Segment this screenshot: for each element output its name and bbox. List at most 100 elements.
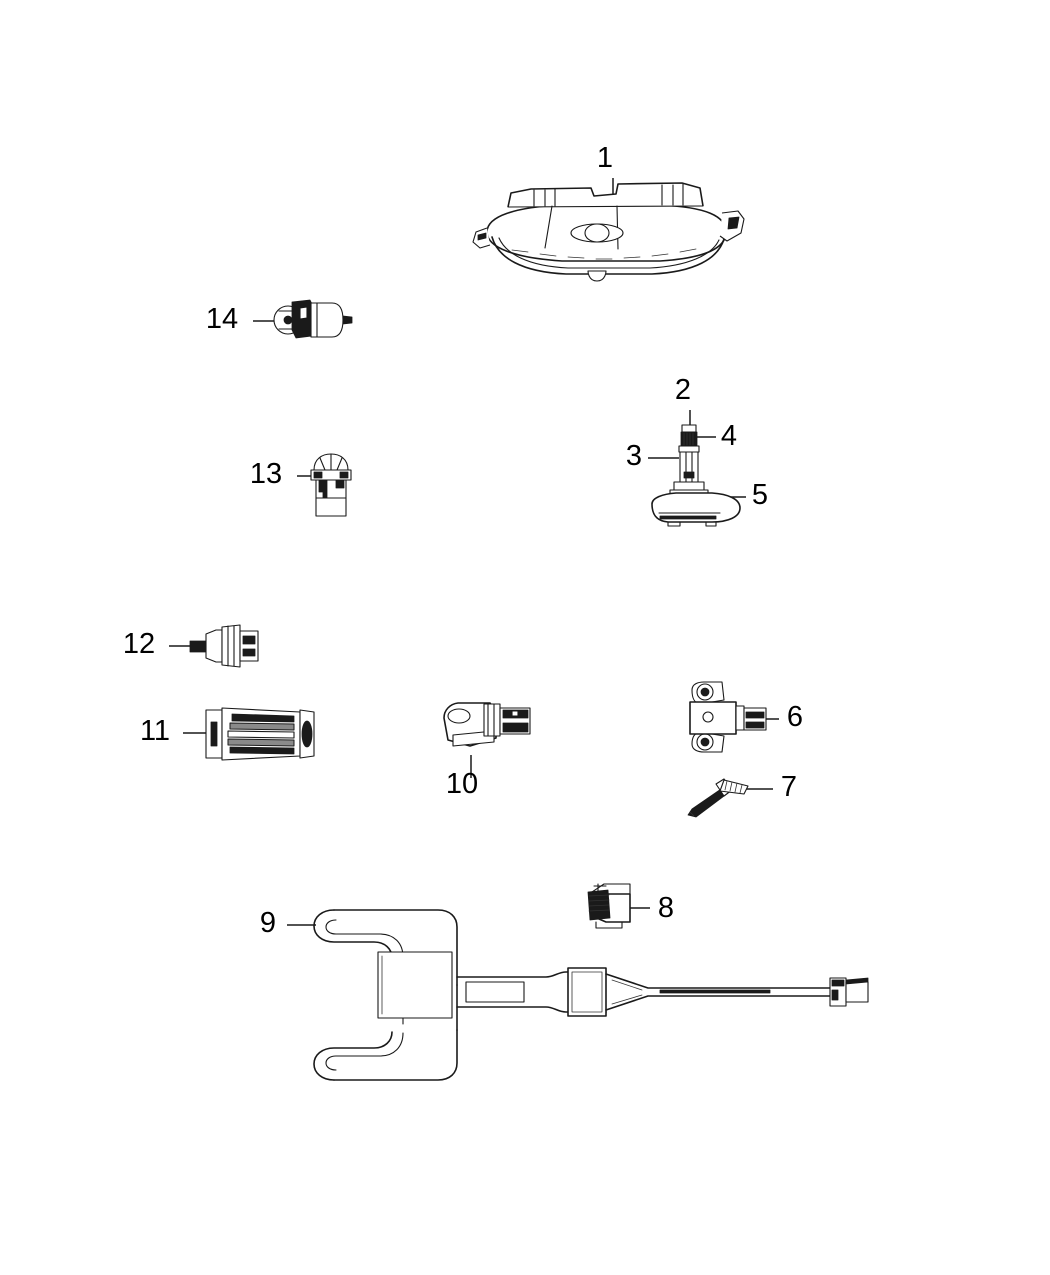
- valve-core-knurl-lines: [683, 432, 694, 446]
- part-7-mounting-screw: [687, 778, 773, 818]
- callout-label-11: 11: [140, 715, 170, 747]
- bracket-connector-stub: [735, 705, 745, 731]
- connector-terminal-ribs: [588, 894, 610, 912]
- harness-ferrite-block-inner: [571, 971, 603, 1013]
- harness-lower-hook-outer: [313, 1031, 393, 1081]
- connector-latch: [593, 883, 607, 893]
- harness-lower-hook-inner: [325, 1032, 404, 1071]
- tpms-body-foot-right: [705, 521, 717, 527]
- valve-stem-shade: [683, 471, 695, 479]
- tpms-body-shade: [659, 515, 717, 520]
- harness-lower-bottom-edge: [333, 1029, 458, 1081]
- callout-label-13: 13: [250, 458, 282, 490]
- harness-ferrite-block: [567, 967, 607, 1017]
- callout-label-6: 6: [787, 701, 803, 733]
- housing-bottom-rim-inner: [498, 237, 720, 269]
- probe-wedge-e: [229, 746, 295, 755]
- socket-collar-notch-a: [313, 471, 323, 479]
- part-14-actuator-motor: [253, 299, 353, 339]
- bracket-upper-hole: [700, 687, 710, 697]
- bracket-connector-slot-a: [745, 711, 765, 719]
- temp-hex-flats: [227, 625, 235, 667]
- callout-label-10: 10: [446, 768, 478, 800]
- callout-label-14: 14: [206, 303, 238, 335]
- part-6-bracket-sensor: [689, 681, 779, 753]
- callout-label-12: 12: [123, 628, 155, 660]
- housing-bottom-rim: [491, 236, 725, 275]
- temp-hex-body: [221, 624, 241, 668]
- harness-end-blade-top: [845, 977, 869, 985]
- bracket-lower-hole: [700, 737, 710, 747]
- part-8-electrical-connector: [587, 883, 650, 929]
- screw-threads: [724, 780, 743, 794]
- socket-collar-notch-b: [339, 471, 349, 479]
- probe-left-cap-slot: [210, 721, 218, 747]
- harness-upper-hook-outer: [313, 909, 393, 959]
- harness-cable-bottom-edge: [456, 1006, 607, 1013]
- socket-dome-ribs: [319, 453, 343, 471]
- housing-top-plate: [507, 182, 704, 208]
- valve-collar-ring: [678, 445, 700, 453]
- part-9-antenna-wiring-harness: [287, 909, 869, 1081]
- motor-output-pin: [342, 315, 353, 325]
- temp-connector-slot-b: [242, 648, 256, 657]
- callout-label-3: 3: [626, 440, 642, 472]
- valve-cap-tip: [681, 424, 697, 433]
- harness-taper-fold: [611, 979, 643, 1005]
- connector-base-foot: [595, 921, 623, 929]
- harness-splice-box: [465, 981, 525, 1003]
- callout-label-9: 9: [260, 907, 276, 939]
- screw-thread-section: [719, 779, 749, 795]
- housing-seam-dashes: [511, 248, 697, 260]
- part-12-temperature-sensor: [169, 624, 259, 668]
- position-sensor-shroud-ribs: [487, 703, 495, 737]
- callout-label-1: 1: [597, 142, 613, 174]
- harness-cable-top-edge: [456, 971, 607, 978]
- callout-label-5: 5: [752, 479, 768, 511]
- harness-center-module: [377, 951, 453, 1019]
- housing-lens: [584, 223, 610, 243]
- part-13-socket-connector: [297, 453, 352, 517]
- harness-wire-top: [605, 973, 831, 989]
- tpms-body-foot-left: [667, 521, 681, 527]
- callout-labels: 1 2 3 4 5 6 7 8 9 10 11 12 13 14: [123, 142, 803, 939]
- housing-right-lug-shade: [727, 216, 740, 230]
- tpms-sensor-body: [651, 492, 741, 523]
- housing-left-lug-shade: [477, 232, 487, 241]
- probe-wedge-a: [231, 713, 295, 723]
- callout-label-2: 2: [675, 374, 691, 406]
- callout-label-7: 7: [781, 771, 797, 803]
- probe-wedge-b: [229, 722, 295, 731]
- harness-upper-hook-inner: [325, 919, 404, 958]
- probe-wedge-c: [227, 730, 295, 739]
- bracket-connector-slot-b: [745, 721, 765, 729]
- temp-connector-slot-a: [242, 635, 256, 645]
- position-sensor-eyelet: [447, 708, 471, 724]
- valve-nut-upper: [673, 481, 705, 491]
- probe-right-cap-bore: [301, 720, 313, 748]
- probe-wedge-d: [227, 738, 295, 747]
- valve-core-knurl: [680, 431, 698, 447]
- part-10-position-sensor: [443, 702, 531, 778]
- part-2-5-tpms-sensor-assembly: [648, 410, 746, 527]
- motor-mid-highlight: [299, 306, 308, 320]
- temp-probe-tip: [189, 640, 207, 653]
- harness-wire-shade: [659, 989, 771, 994]
- socket-pin-window: [335, 479, 345, 489]
- housing-bottom-tab: [587, 270, 607, 282]
- callout-label-4: 4: [721, 420, 737, 452]
- housing-partition-left: [544, 205, 553, 249]
- harness-wire-bottom: [605, 995, 831, 1011]
- position-sensor-plug-keyway: [511, 710, 519, 717]
- harness-end-slot-b: [831, 989, 839, 1001]
- position-sensor-plug-bottom: [502, 722, 529, 733]
- screw-tip-line: [689, 811, 695, 817]
- harness-upper-top-edge: [333, 909, 458, 986]
- housing-top-plate-edge: [507, 205, 704, 208]
- callout-label-8: 8: [658, 892, 674, 924]
- part-11-sensor-probe-element: [183, 707, 315, 761]
- bracket-center-hole: [702, 711, 714, 723]
- harness-end-slot-a: [831, 979, 845, 987]
